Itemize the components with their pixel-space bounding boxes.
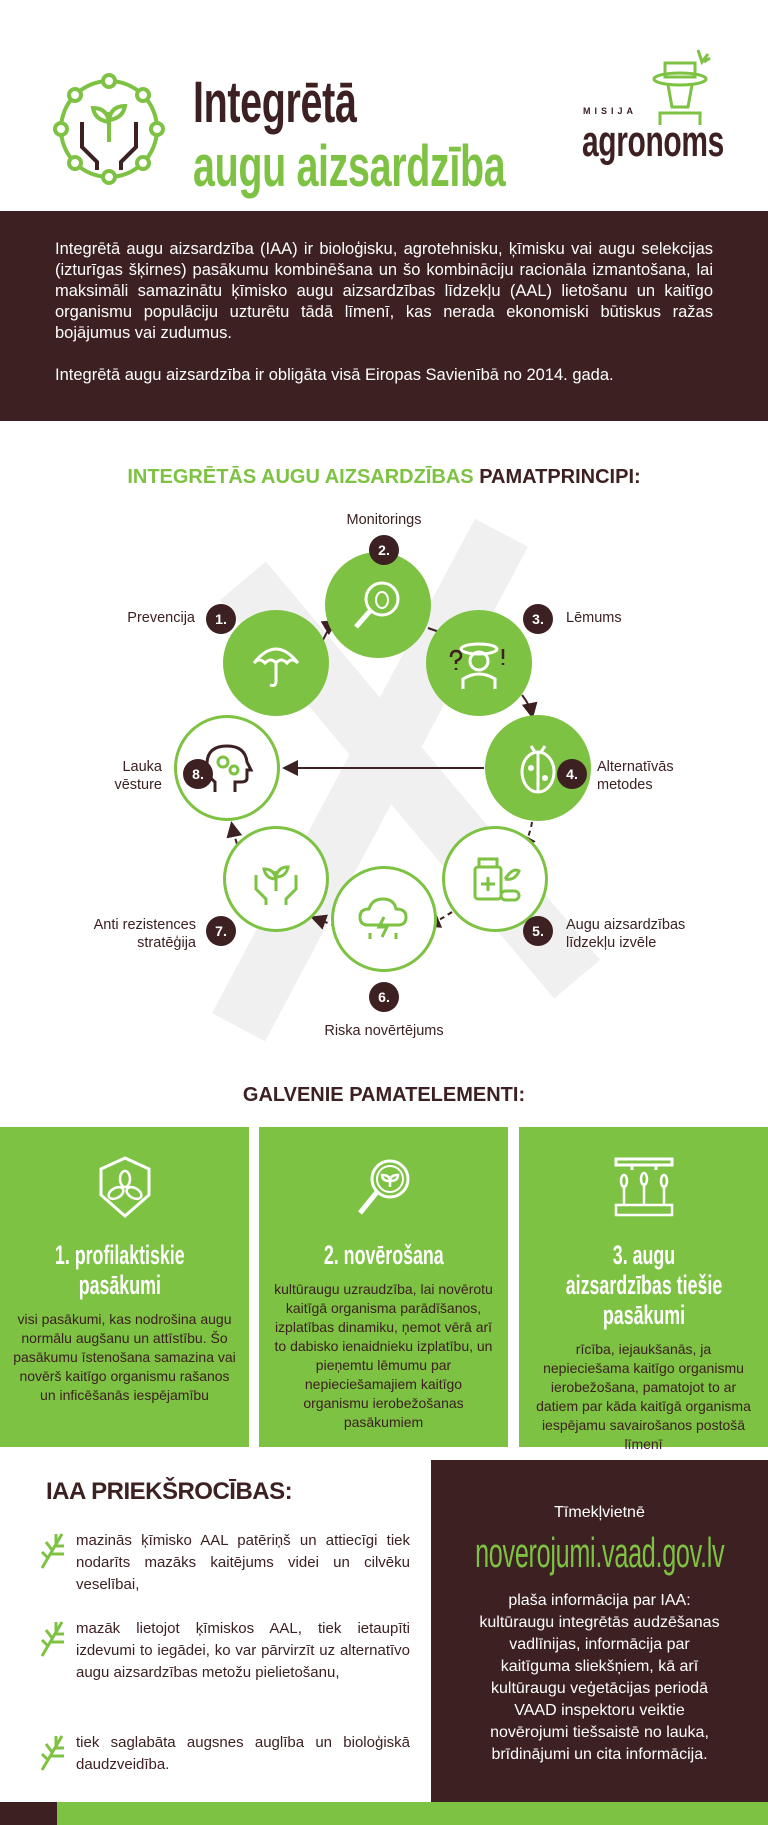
sprout-icon <box>40 1621 64 1657</box>
principle-number-badge: 1. <box>206 604 236 634</box>
element-card-title: 3. augu aizsardzības tiešie pasākumi <box>565 1240 722 1330</box>
ladybug-icon <box>520 745 556 794</box>
principle-node-decision <box>426 610 532 716</box>
hands-plant-icon <box>254 865 298 905</box>
principle-number-badge: 6. <box>369 982 399 1012</box>
intro-section: Integrētā augu aizsardzība (IAA) ir biol… <box>0 211 768 421</box>
advantage-text: mazinās ķīmisko AAL patēriņš un attiecīg… <box>76 1532 410 1593</box>
sprinkler-plants-icon <box>614 1157 673 1217</box>
element-card-text: visi pasākumi, kas nodrošina augu normāl… <box>13 1311 236 1403</box>
advantages-title: IAA PRIEKŠROCĪBAS: <box>46 1478 293 1505</box>
principle-number-badge: 8. <box>183 759 213 789</box>
agronom-figure-icon <box>652 49 711 125</box>
advantage-item: tiek saglabāta augsnes auglība un bioloģ… <box>40 1732 410 1776</box>
logo-agronoms: agronoms <box>582 117 724 166</box>
principle-label: Prevencija <box>127 610 195 626</box>
farmer-icon <box>449 642 505 689</box>
principle-node-product-choice <box>442 826 548 932</box>
advantage-text: tiek saglabāta augsnes auglība un bioloģ… <box>76 1734 410 1773</box>
principle-number-badge: 4. <box>557 759 587 789</box>
footer-strip-green <box>57 1802 768 1825</box>
element-card-title: 2. novērošana <box>323 1240 444 1270</box>
umbrella-icon <box>252 647 300 687</box>
website-box: Tīmekļvietnē noverojumi.vaad.gov.lv plaš… <box>431 1460 768 1802</box>
principle-label: Riska novērtējums <box>324 1023 444 1039</box>
magnifier-leaf-icon <box>357 1159 409 1215</box>
website-label: Tīmekļvietnē <box>554 1504 645 1521</box>
website-description: plaša informācija par IAA: kultūraugu in… <box>479 1592 720 1763</box>
shield-leaves-icon <box>99 1156 150 1218</box>
principle-number-badge: 3. <box>523 604 553 634</box>
website-link[interactable]: noverojumi.vaad.gov.lv <box>474 1529 725 1576</box>
principle-node-monitoring <box>325 552 431 658</box>
element-card-title: 1. profilaktiskie pasākumi <box>54 1240 185 1300</box>
principle-number-badge: 7. <box>206 916 236 946</box>
medicine-icon <box>473 857 521 902</box>
footer-strip-brown <box>0 1802 57 1825</box>
magnifier-bug-icon <box>354 581 400 629</box>
element-card-monitoring: 2. novērošana kultūraugu uzraudzība, lai… <box>259 1127 508 1447</box>
advantage-item: mazinās ķīmisko AAL patēriņš un attiecīg… <box>40 1530 410 1596</box>
elements-title: GALVENIE PAMATELEMENTI: <box>242 1084 526 1106</box>
element-card-prevention: 1. profilaktiskie pasākumi visi pasākumi… <box>0 1127 249 1447</box>
header: Integrētā augu aizsardzība MISIJA agrono… <box>0 0 768 211</box>
principle-node-prevention <box>223 610 329 716</box>
page-title-line1: Integrētā <box>193 70 357 135</box>
sprout-icon <box>40 1735 64 1771</box>
principle-number-badge: 2. <box>369 535 399 565</box>
principle-number-badge: 5. <box>523 916 553 946</box>
principle-label: Lēmums <box>566 610 622 626</box>
principle-node-risk <box>331 866 437 972</box>
element-card-direct-measures: 3. augu aizsardzības tiešie pasākumi rīc… <box>519 1127 768 1452</box>
page-title-line2: augu aizsardzība <box>193 134 506 199</box>
principle-label: Anti rezistences stratēģija <box>93 917 196 951</box>
principles-title: INTEGRĒTĀS AUGU AIZSARDZĪBAS PAMATPRINCI… <box>127 466 641 488</box>
storm-cloud-icon <box>358 897 408 939</box>
element-card-text: rīcība, iejaukšanās, ja nepieciešama kai… <box>536 1341 751 1452</box>
principle-node-anti-resistance <box>223 826 329 932</box>
iaa-logo-icon <box>53 73 165 185</box>
advantage-item: mazāk lietojot ķīmiskos AAL, tiek ietaup… <box>40 1618 410 1684</box>
principle-label: Augu aizsardzības līdzekļu izvēle <box>566 917 686 951</box>
principle-label: Monitorings <box>346 512 422 528</box>
principle-label: Lauka vēsture <box>114 759 162 793</box>
intro-obligation: Integrētā augu aizsardzība ir obligāta v… <box>55 366 614 384</box>
logo-small-text: MISIJA <box>583 106 638 116</box>
sprout-icon <box>40 1533 64 1569</box>
principle-label: Alternatīvās metodes <box>597 759 674 793</box>
intro-paragraph: Integrētā augu aizsardzība (IAA) ir biol… <box>55 240 713 342</box>
element-card-text: kultūraugu uzraudzība, lai novērotu kait… <box>274 1281 493 1430</box>
advantage-text: mazāk lietojot ķīmiskos AAL, tiek ietaup… <box>76 1620 410 1681</box>
